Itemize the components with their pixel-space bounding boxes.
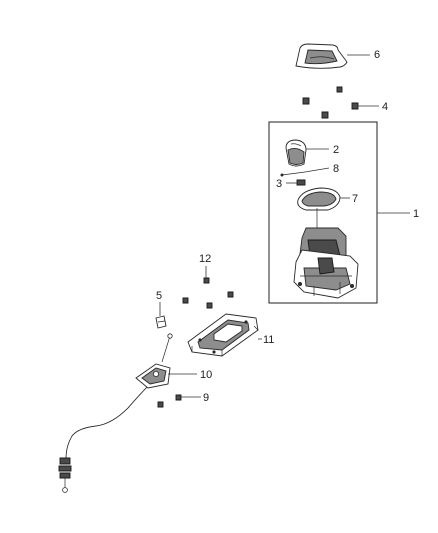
- callout-4: 4: [382, 101, 388, 113]
- leader-8: [304, 167, 330, 173]
- callout-7: 7: [352, 193, 358, 205]
- callout-3: 3: [276, 178, 282, 190]
- plate-fasteners: [182, 291, 234, 309]
- part-5-clip: [155, 315, 167, 329]
- part-2-shift-knob: [285, 139, 307, 167]
- callout-8: 8: [333, 163, 339, 175]
- part-12-bolt: [203, 277, 210, 284]
- part-3-clip: [296, 179, 306, 186]
- part-7-boot: [297, 187, 341, 211]
- shift-cable: [58, 333, 173, 493]
- callout-12: 12: [199, 253, 211, 265]
- callout-6: 6: [374, 49, 380, 61]
- callout-1: 1: [413, 208, 419, 220]
- shifter-assembly: [293, 208, 359, 299]
- callout-9: 9: [203, 392, 209, 404]
- part-10-cable-bracket: [135, 363, 171, 389]
- callout-11: 11: [263, 334, 274, 346]
- part-11-bracket: [187, 313, 259, 357]
- callout-2: 2: [333, 144, 339, 156]
- assembly-box: [268, 121, 378, 304]
- callout-10: 10: [200, 369, 212, 381]
- part-8-pin: [280, 171, 306, 177]
- part-9-nuts: [157, 394, 182, 408]
- part-4-nuts: [302, 86, 359, 119]
- callout-5: 5: [156, 290, 162, 302]
- part-6-bezel: [295, 43, 348, 69]
